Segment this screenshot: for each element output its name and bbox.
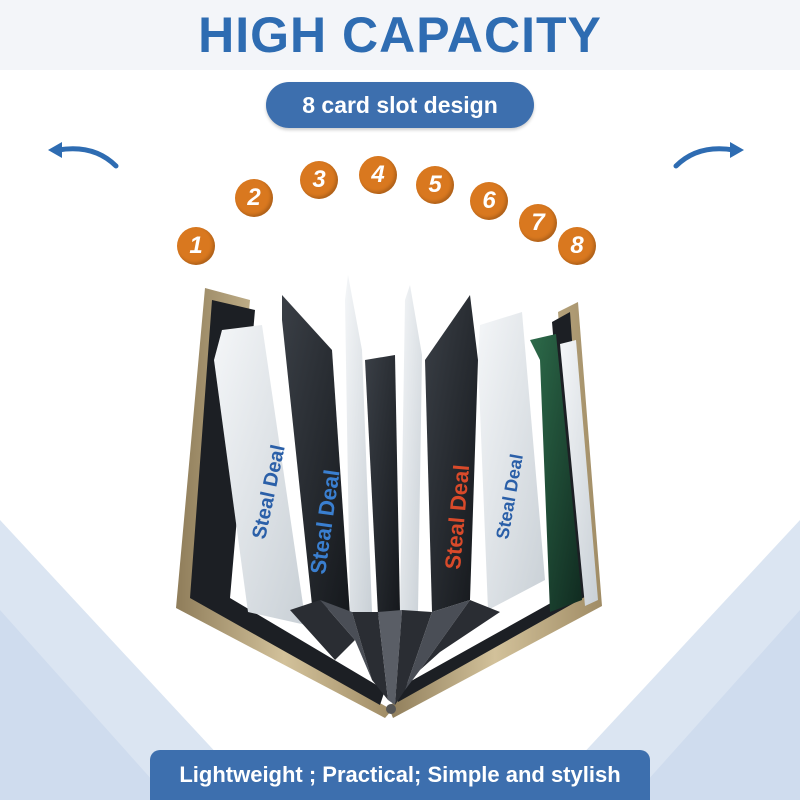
fold-3 [352,612,388,700]
card-slot-8-edge [560,340,598,606]
card-slot-1 [214,325,306,625]
footer-tagline: Lightweight ; Practical; Simple and styl… [150,750,650,800]
card-slot-2 [282,295,350,615]
fold-6 [405,600,470,690]
slot-badge-2: 2 [235,179,273,217]
slot-badge-5: 5 [416,166,454,204]
card-slot-3 [345,275,372,612]
card-slot-5 [400,285,422,612]
slot-badge-7: 7 [519,204,557,242]
slot-badge-3: 3 [300,161,338,199]
slot-badge-1: 1 [177,227,215,265]
hinge-pin [386,704,396,714]
fold-5 [395,610,432,705]
fold-1 [290,600,355,660]
fold-4 [378,610,402,705]
card-slot-7 [478,312,545,610]
card-slot-6 [425,295,478,612]
card-slot-8 [530,334,582,612]
curved-arrow-left-icon [48,142,119,169]
curved-arrow-right-icon [673,142,744,169]
slot-badge-6: 6 [470,182,508,220]
slot-badge-8: 8 [558,227,596,265]
fold-2 [320,600,372,680]
page-title: HIGH CAPACITY [198,7,602,63]
slot-badge-4: 4 [359,156,397,194]
card-slot-4 [365,355,400,615]
title-band [0,0,800,70]
subtitle-pill: 8 card slot design [266,82,534,128]
shell-right-frame [388,302,602,718]
fold-7 [420,600,500,670]
